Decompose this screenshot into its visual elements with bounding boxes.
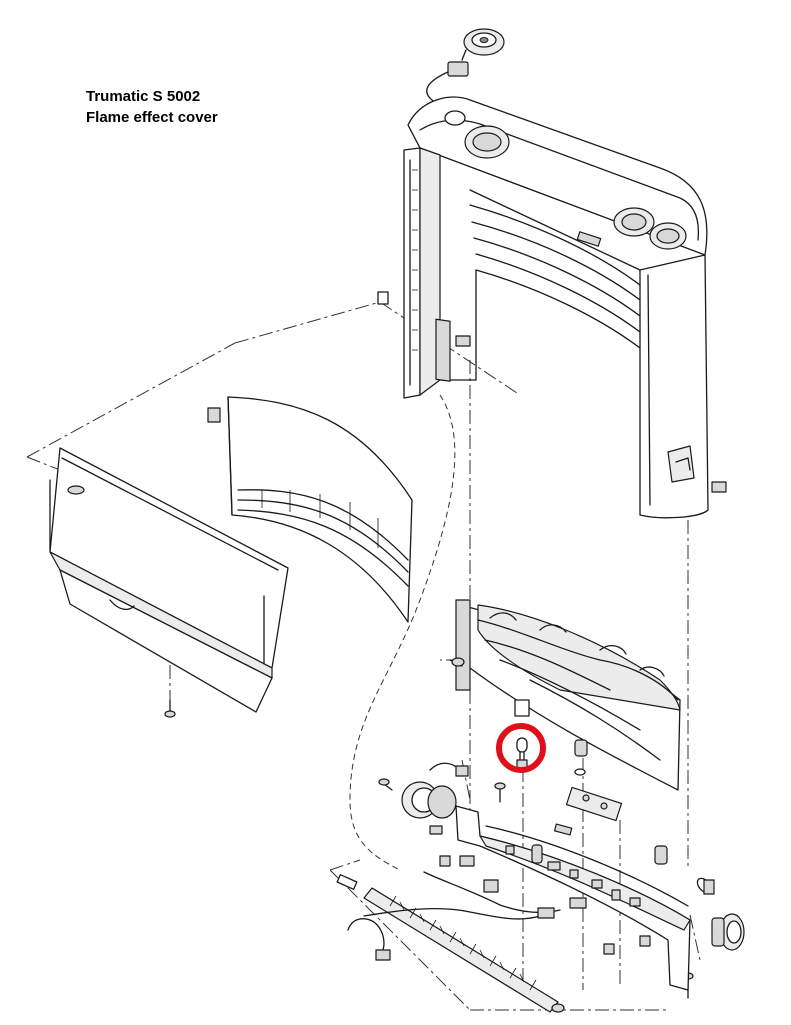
rear-sensor (696, 877, 745, 951)
burner-tube (336, 874, 565, 1013)
main-housing-frame (377, 96, 727, 519)
fan-motor (378, 762, 469, 835)
control-board (439, 805, 691, 991)
bulb-part (514, 699, 530, 769)
highlight-circle (496, 723, 546, 773)
log-effect-block (449, 599, 681, 791)
diagram-subtitle: Flame effect cover (86, 109, 218, 126)
flame-effect-panel (207, 396, 413, 623)
diagram-title: Trumatic S 5002 (86, 88, 201, 105)
wiring (347, 871, 561, 961)
fittings (494, 739, 694, 999)
front-cover-sheet (49, 447, 289, 718)
title-block: Trumatic S 5002 Flame effect cover (86, 86, 218, 128)
